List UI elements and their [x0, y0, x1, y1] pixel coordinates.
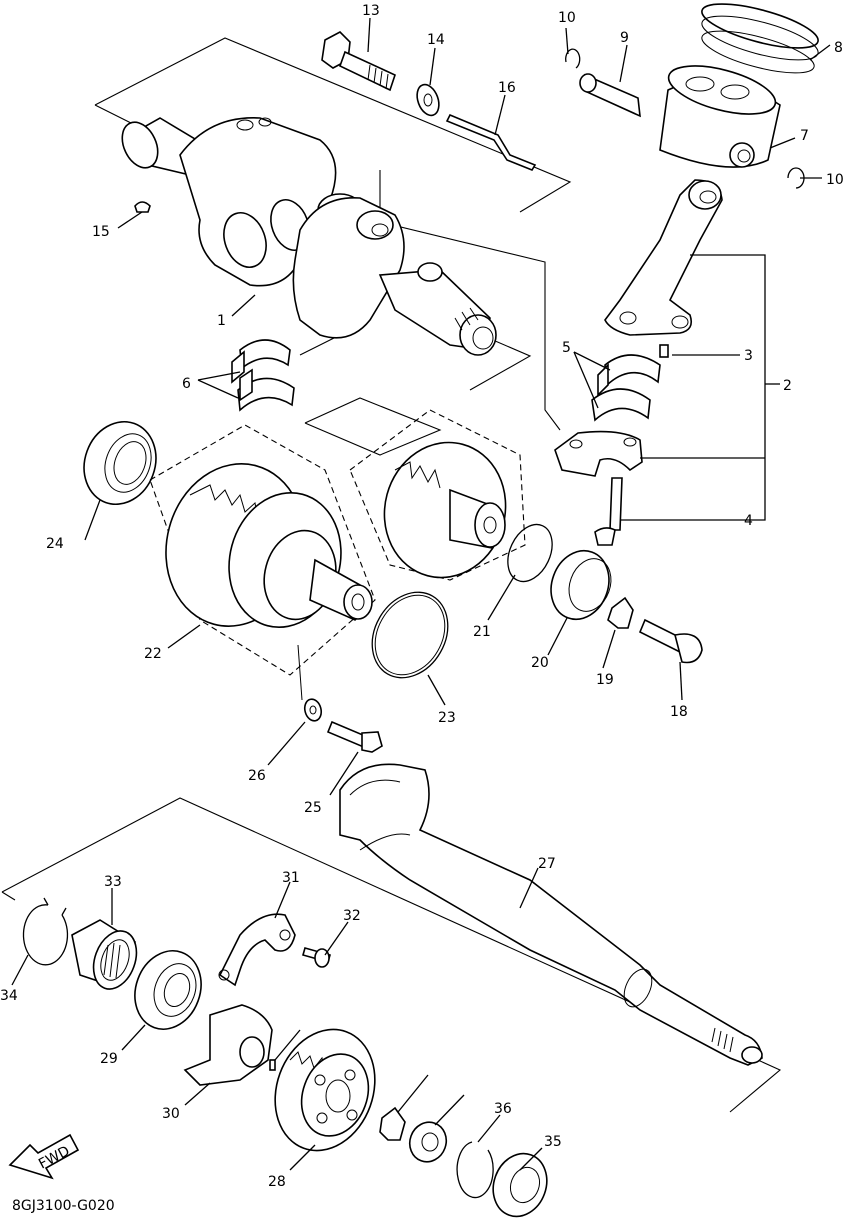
callout-30: 33 [104, 874, 122, 890]
callout-13: 15 [92, 224, 110, 240]
callout-11: 13 [362, 3, 380, 19]
callout-27: 30 [162, 1106, 180, 1122]
callout-26: 29 [100, 1051, 118, 1067]
callout-20: 23 [438, 710, 456, 726]
callout-14: 16 [498, 80, 516, 96]
callout-29: 32 [343, 908, 361, 924]
rod-cap [554, 430, 643, 477]
callout-22: 25 [304, 800, 322, 816]
circlip-33 [456, 1141, 494, 1199]
crank-bearings [231, 339, 295, 412]
callout-33: 36 [494, 1101, 512, 1117]
shaft-24 [339, 763, 763, 1066]
callout-10-right: 10 [826, 172, 844, 188]
callout-2: 2 [783, 378, 792, 394]
callout-23: 26 [248, 768, 266, 784]
fwd-arrow-icon: FWD [8, 1133, 80, 1180]
cam-27 [183, 1004, 273, 1086]
circlip-10-top [565, 48, 581, 69]
callout-28: 31 [282, 870, 300, 886]
needle-bearing-30 [71, 919, 138, 990]
callout-7: 7 [800, 128, 809, 144]
callout-6: 6 [182, 376, 191, 392]
bearing-21 [83, 420, 157, 506]
bolt-22 [326, 720, 383, 753]
callout-5: 5 [562, 340, 571, 356]
balancer-gear-19 [149, 424, 376, 676]
gear-25 [274, 1028, 376, 1152]
oring-18 [507, 523, 553, 583]
callout-4: 4 [744, 513, 753, 529]
circlip-31 [22, 897, 69, 966]
callout-3: 3 [744, 348, 753, 364]
balancer-gear-2 [349, 409, 526, 581]
washer-23 [297, 644, 323, 722]
callout-15: 18 [670, 704, 688, 720]
rod-bolt-4 [594, 477, 623, 546]
callout-24: 27 [538, 856, 556, 872]
bracket-28 [218, 913, 296, 987]
bearing-26 [134, 950, 202, 1030]
callout-18: 21 [473, 624, 491, 640]
callout-1: 1 [217, 313, 226, 329]
callout-9: 9 [620, 30, 629, 46]
bearing-32 [492, 1152, 548, 1218]
callout-8: 8 [834, 40, 843, 56]
lock-washer-36 [379, 1106, 406, 1141]
callout-17: 20 [531, 655, 549, 671]
bolt-15 [638, 618, 703, 664]
piston-pin-9 [579, 73, 641, 118]
pin-14 [445, 113, 537, 171]
leader-lines [11, 17, 831, 1171]
callout-21: 24 [46, 536, 64, 552]
woodruff-key [134, 201, 151, 213]
screw-29 [302, 947, 331, 968]
group-2-bracket [620, 254, 780, 521]
callout-16: 19 [596, 672, 614, 688]
needle-bearing-17 [550, 549, 612, 621]
connecting-rod [604, 179, 723, 336]
diagram-code: 8GJ3100-G020 [12, 1198, 115, 1214]
rod-bearings-5 [591, 354, 661, 422]
callout-labels: 13 14 16 10 9 8 7 10 15 1 6 5 3 2 4 24 2… [0, 3, 844, 1190]
callout-32: 35 [544, 1134, 562, 1150]
nut-35 [408, 1121, 448, 1163]
lock-washer-16 [607, 596, 634, 629]
callout-10-top: 10 [558, 10, 576, 26]
circlip-10-right [787, 167, 805, 189]
bolt-11 [321, 31, 396, 92]
callout-31: 34 [0, 988, 18, 1004]
piston-7 [659, 65, 781, 168]
shaft-group-frame [1, 797, 782, 1113]
crankshaft [121, 117, 497, 356]
washer-12 [416, 83, 440, 117]
callout-25: 28 [268, 1174, 286, 1190]
oring-20 [371, 591, 449, 679]
balancer-group-frame [304, 397, 442, 456]
callout-12: 14 [427, 32, 445, 48]
callout-19: 22 [144, 646, 162, 662]
dowel-3 [659, 344, 669, 358]
dowel-34 [269, 1059, 276, 1071]
